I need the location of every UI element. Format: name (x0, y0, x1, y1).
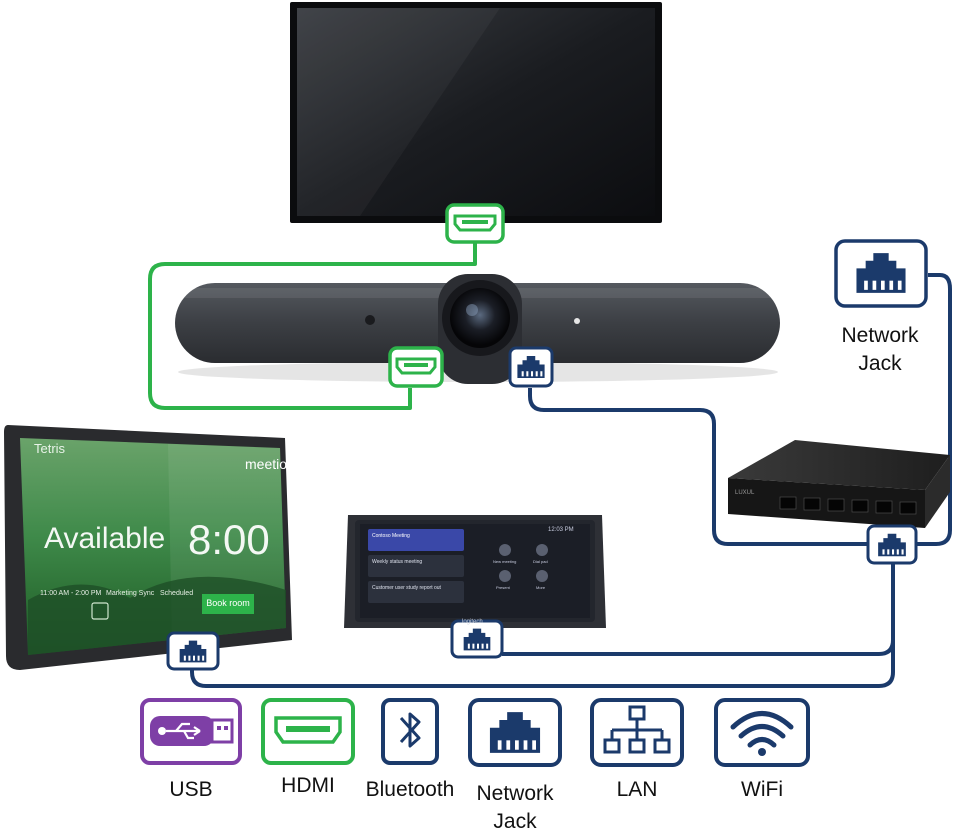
video-bar (175, 274, 780, 384)
tap-brand: logitech (462, 619, 483, 625)
legend-label-lan: LAN (616, 778, 658, 801)
network-cable-switch-to-scheduler (190, 640, 895, 688)
calendar-icon (91, 602, 109, 620)
legend-network-icon (468, 698, 562, 767)
tap-button-present[interactable]: Present (496, 585, 510, 590)
tap-button-more[interactable]: More (536, 585, 546, 590)
legend-label-wifi: WiFi (741, 778, 783, 801)
legend-label-usb: USB (169, 778, 213, 801)
tap-controller (344, 515, 606, 628)
tap-button-dial-pad[interactable]: Dial pad (533, 559, 548, 564)
tap-meeting-2: Weekly status meeting (372, 559, 423, 565)
network-cable-bar-to-switch (528, 388, 868, 546)
switch-network-port-badge (866, 524, 918, 565)
svg-text:LUXUL: LUXUL (735, 490, 755, 496)
book-room-button[interactable]: Book room (206, 598, 250, 608)
network-cable-jack-to-switch (916, 273, 952, 546)
tap-clock: 12:03 PM (548, 527, 574, 533)
hdmi-cables (148, 243, 477, 410)
scheduler-room-name: Tetris (34, 441, 66, 456)
scheduler-meeting: Marketing Sync (106, 590, 155, 597)
legend-bluetooth-icon (381, 698, 439, 765)
bar-network-port-badge (508, 346, 554, 388)
legend-hdmi-icon (261, 698, 355, 765)
tv-hdmi-port-badge (445, 203, 505, 244)
tap-meeting-1: Contoso Meeting (372, 533, 410, 539)
legend-label-hdmi: HDMI (281, 774, 335, 797)
tap-network-port-badge (450, 619, 504, 659)
camera-lens-icon (450, 288, 510, 348)
tap-meeting-3: Customer user study report out (372, 585, 441, 591)
scheduler-network-port-badge (166, 631, 220, 671)
legend-wifi-icon (714, 698, 810, 767)
bar-hdmi-port-badge (388, 346, 444, 388)
legend-lan-icon (590, 698, 684, 767)
legend-usb-icon (140, 698, 242, 765)
wall-network-jack-label: Network Jack (841, 324, 919, 375)
tv-display (290, 2, 662, 223)
network-cables (190, 273, 952, 688)
legend-label-bluetooth: Bluetooth (365, 778, 455, 801)
scheduler-time-range: 11:00 AM - 2:00 PM (40, 590, 102, 597)
scheduler-time: 8:00 (188, 516, 270, 563)
scheduler-panel (4, 425, 292, 670)
tap-button-new-meeting[interactable]: New meeting (493, 559, 517, 564)
scheduler-schedule-note: Scheduled (160, 590, 194, 597)
wall-network-jack-badge (834, 239, 928, 308)
scheduler-brand: meetio (245, 456, 288, 472)
hdmi-cable-tv-to-bar (148, 243, 477, 410)
legend-label-network-jack: Network Jack (476, 782, 554, 833)
network-switch: LUXUL (728, 440, 950, 528)
scheduler-status: Available (44, 522, 166, 555)
